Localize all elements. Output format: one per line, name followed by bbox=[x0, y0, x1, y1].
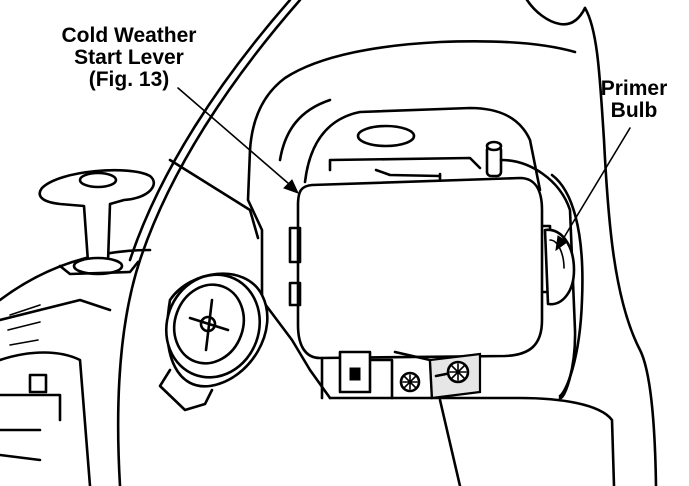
callout-line: (Fig. 13) bbox=[88, 68, 170, 91]
primer-bulb-leader bbox=[559, 127, 631, 245]
fuel-cap bbox=[158, 272, 269, 412]
t-handle bbox=[38, 168, 156, 276]
cold-weather-arrowhead bbox=[283, 179, 299, 194]
carburetor-cover bbox=[288, 176, 552, 360]
callout-line: Start Lever bbox=[74, 46, 184, 69]
filter-housing bbox=[303, 106, 584, 400]
primer-bulb-arrowhead bbox=[555, 235, 568, 252]
callout-line: Bulb bbox=[610, 99, 658, 122]
callout-line: Primer bbox=[600, 77, 668, 100]
cold-weather-start-lever-label: Cold Weather Start Lever (Fig. 13) bbox=[34, 25, 224, 91]
carburetor-adjustments bbox=[320, 350, 482, 400]
callout-line: Cold Weather bbox=[61, 24, 197, 47]
primer-bulb-label: Primer Bulb bbox=[588, 78, 680, 122]
left-cover bbox=[0, 0, 302, 486]
cold-weather-leader bbox=[177, 87, 297, 191]
leader-lines bbox=[177, 87, 631, 252]
primer-bulb-shape bbox=[543, 228, 576, 306]
